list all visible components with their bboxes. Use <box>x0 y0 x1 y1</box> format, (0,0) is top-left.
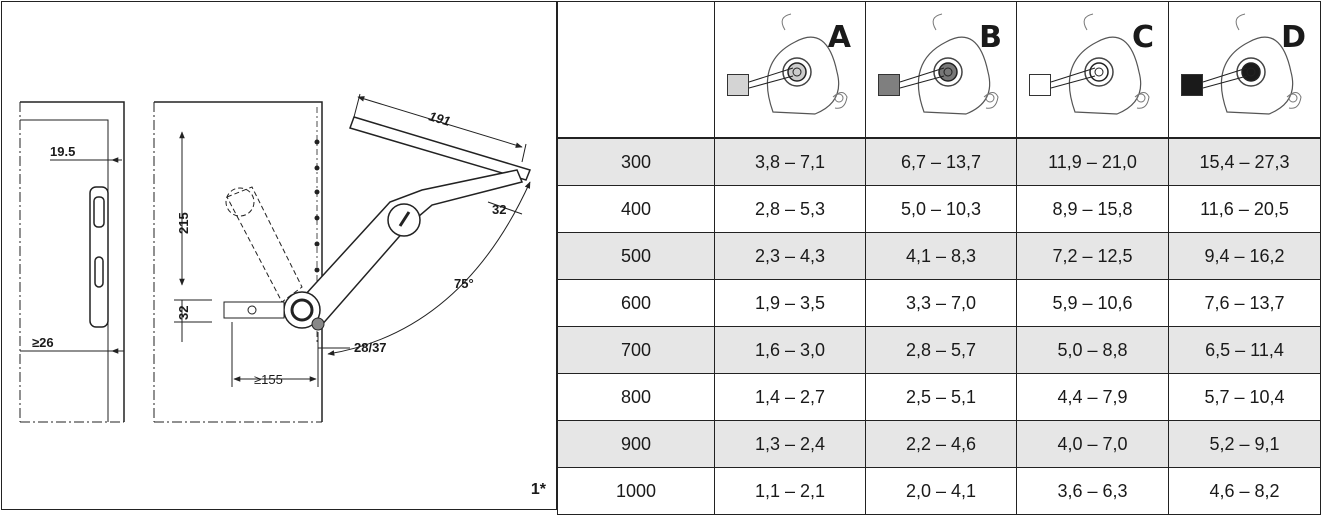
power-factor-cell-b: 5,0 – 10,3 <box>865 185 1017 233</box>
dim-19-5: 19.5 <box>50 144 75 159</box>
hinge-adjuster-icon <box>1050 13 1150 115</box>
power-factor-cell-a: 2,3 – 4,3 <box>714 232 866 280</box>
power-factor-cell-c: 7,2 – 12,5 <box>1016 232 1169 280</box>
cabinet-height-cell: 600 <box>557 279 715 327</box>
power-factor-cell-d: 9,4 – 16,2 <box>1168 232 1321 280</box>
power-factor-cell-a: 2,8 – 5,3 <box>714 185 866 233</box>
color-swatch <box>727 74 749 96</box>
dim-32-angle: 32 <box>492 202 506 217</box>
table-header-row: A B C D <box>557 1 1321 139</box>
power-factor-cell-b: 2,0 – 4,1 <box>865 467 1017 515</box>
dim-75-degrees: 75° <box>454 276 474 291</box>
power-factor-cell-c: 5,0 – 8,8 <box>1016 326 1169 374</box>
cabinet-height-cell: 300 <box>557 137 715 186</box>
dim-215: 215 <box>176 212 191 234</box>
header-empty-cell <box>557 1 715 139</box>
drawing-svg: 19.5 ≥26 215 32 191 32 75° 28/37 ≥155 <box>19 93 532 423</box>
header-col-c: C <box>1016 1 1169 139</box>
header-col-b: B <box>865 1 1017 139</box>
power-factor-cell-d: 4,6 – 8,2 <box>1168 467 1321 515</box>
power-factor-cell-b: 2,5 – 5,1 <box>865 373 1017 421</box>
header-col-a: A <box>714 1 866 139</box>
power-factor-cell-b: 2,2 – 4,6 <box>865 420 1017 468</box>
hinge-adjuster-icon <box>899 13 999 115</box>
power-factor-cell-d: 5,2 – 9,1 <box>1168 420 1321 468</box>
power-factor-cell-c: 3,6 – 6,3 <box>1016 467 1169 515</box>
power-factor-cell-a: 1,6 – 3,0 <box>714 326 866 374</box>
hinge-adjuster-icon <box>748 13 848 115</box>
dim-191: 191 <box>427 108 452 128</box>
color-swatch <box>1181 74 1203 96</box>
column-letter: D <box>1281 20 1306 55</box>
power-factor-cell-a: 1,9 – 3,5 <box>714 279 866 327</box>
power-factor-cell-c: 8,9 – 15,8 <box>1016 185 1169 233</box>
dim-28-37: 28/37 <box>354 340 387 355</box>
cabinet-height-cell: 500 <box>557 232 715 280</box>
header-col-d: D <box>1168 1 1321 139</box>
dim-26: ≥26 <box>32 335 54 350</box>
technical-drawing: 19.5 ≥26 215 32 191 32 75° 28/37 ≥155 1* <box>1 1 557 510</box>
power-factor-cell-c: 5,9 – 10,6 <box>1016 279 1169 327</box>
side-view <box>19 101 125 423</box>
power-factor-cell-d: 15,4 – 27,3 <box>1168 137 1321 186</box>
cabinet-height-cell: 1000 <box>557 467 715 515</box>
cabinet-height-cell: 800 <box>557 373 715 421</box>
dim-32-side: 32 <box>176 306 191 320</box>
power-factor-cell-d: 5,7 – 10,4 <box>1168 373 1321 421</box>
power-factor-cell-c: 11,9 – 21,0 <box>1016 137 1169 186</box>
power-factor-cell-b: 3,3 – 7,0 <box>865 279 1017 327</box>
power-factor-cell-a: 1,4 – 2,7 <box>714 373 866 421</box>
hinge-adjuster-icon <box>1202 13 1302 115</box>
column-letter: B <box>979 20 1002 55</box>
column-letter: A <box>827 20 851 55</box>
cabinet-height-cell: 900 <box>557 420 715 468</box>
column-letter: C <box>1131 20 1154 55</box>
power-factor-cell-d: 6,5 – 11,4 <box>1168 326 1321 374</box>
cabinet-height-cell: 400 <box>557 185 715 233</box>
power-factor-cell-a: 1,1 – 2,1 <box>714 467 866 515</box>
front-view <box>153 93 532 423</box>
power-factor-cell-c: 4,0 – 7,0 <box>1016 420 1169 468</box>
power-factor-cell-b: 4,1 – 8,3 <box>865 232 1017 280</box>
power-factor-cell-a: 3,8 – 7,1 <box>714 137 866 186</box>
dim-155: ≥155 <box>254 372 283 387</box>
power-factor-cell-a: 1,3 – 2,4 <box>714 420 866 468</box>
color-swatch <box>878 74 900 96</box>
power-factor-cell-b: 6,7 – 13,7 <box>865 137 1017 186</box>
figure-number: 1* <box>530 481 546 498</box>
power-factor-cell-c: 4,4 – 7,9 <box>1016 373 1169 421</box>
power-factor-cell-d: 11,6 – 20,5 <box>1168 185 1321 233</box>
color-swatch <box>1029 74 1051 96</box>
power-factor-cell-d: 7,6 – 13,7 <box>1168 279 1321 327</box>
power-factor-cell-b: 2,8 – 5,7 <box>865 326 1017 374</box>
cabinet-height-cell: 700 <box>557 326 715 374</box>
